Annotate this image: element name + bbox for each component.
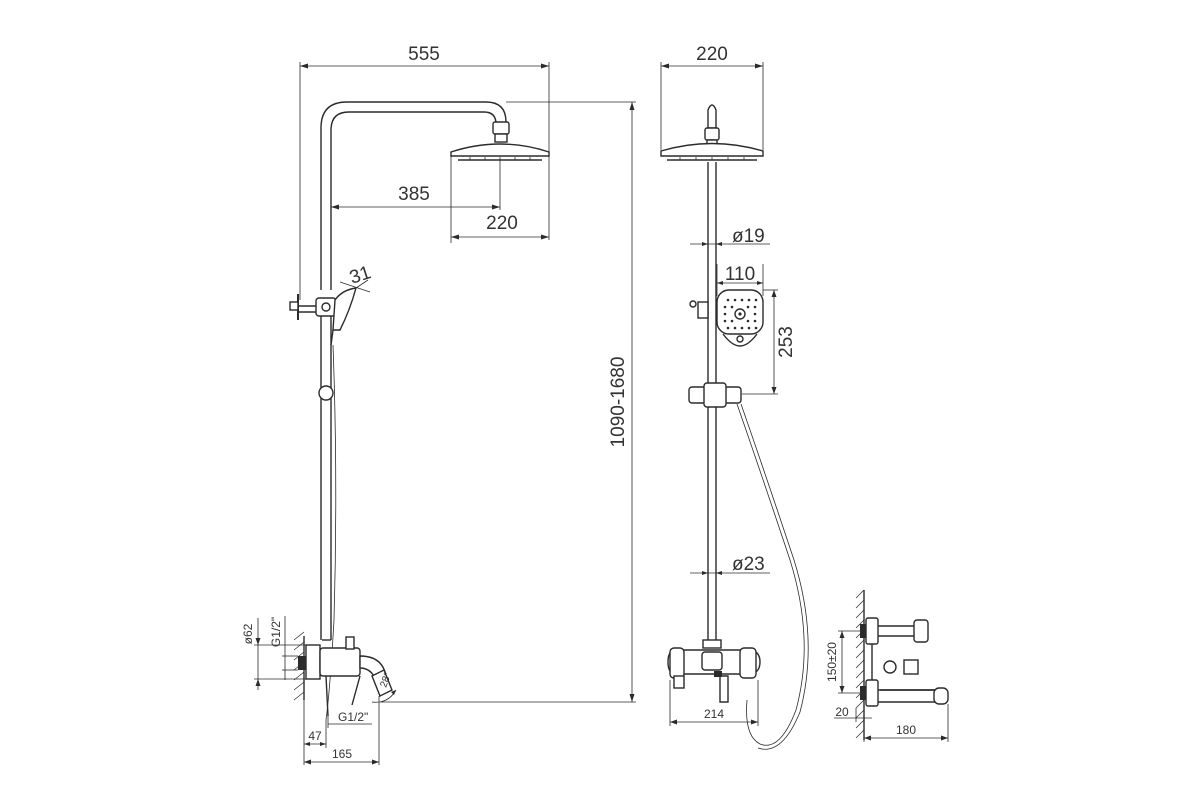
label-lower-pipe: ø23 [732, 554, 765, 575]
slider-knob [318, 385, 334, 401]
label-arm-reach: 385 [398, 184, 430, 205]
front-arm [704, 104, 720, 147]
dim-thread-bottom: G1/2" [327, 710, 372, 728]
dim-thread-top: G1/2" [269, 616, 298, 680]
mixer-body-side: 28° [298, 636, 397, 717]
label-upper-pipe: ø19 [732, 226, 765, 247]
mixer-body-front [667, 639, 761, 703]
label-total-width: 555 [408, 44, 440, 65]
dim-head-diameter-front: 220 [660, 44, 764, 150]
side-view: 555 385 [241, 44, 636, 765]
label-thread-bottom: G1/2" [338, 710, 368, 724]
label-head-diameter-front: 220 [696, 44, 728, 65]
label-mixer-width: 214 [704, 707, 724, 721]
label-handshower-width: 110 [725, 264, 755, 285]
dim-mixer-width: 214 [669, 680, 759, 726]
front-bracket [689, 300, 709, 319]
dim-mixer-depth: 165 [304, 696, 380, 765]
dim-total-width: 555 [299, 44, 550, 300]
dim-wall-offset: 47 [303, 700, 327, 765]
mixer-bottom-fitting [860, 679, 949, 707]
hand-shower-front [716, 289, 764, 347]
dim-handshower-width: 110 [716, 264, 764, 296]
front-view: 220 ø19 [660, 44, 809, 750]
label-inlet-spacing: 150±20 [825, 642, 839, 682]
dim-inlet-spacing: 150±20 [825, 630, 860, 694]
spray-nozzles [723, 298, 758, 330]
mixer-body-detail [871, 644, 940, 691]
dim-height-range: 1090-1680 [380, 101, 636, 703]
wall-hatching-mixer [855, 589, 865, 740]
label-handshower-length: 253 [776, 326, 797, 358]
dim-spout-length: 180 [863, 704, 949, 742]
mixer-top-fitting [860, 617, 929, 645]
hose-side [325, 344, 337, 721]
dim-upper-pipe: ø19 [690, 226, 770, 247]
front-slider [688, 382, 742, 408]
overhead-shower-head-front [660, 142, 764, 161]
dim-mixer-diameter: ø62 [241, 618, 306, 690]
wall-bracket [289, 294, 337, 320]
label-eccentric-offset: 20 [835, 705, 849, 719]
hose-front [736, 403, 805, 746]
dim-lower-pipe: ø23 [690, 554, 770, 575]
dim-handshower-length: 253 [742, 289, 797, 395]
label-mixer-depth: 165 [332, 747, 352, 761]
label-height-range: 1090-1680 [608, 357, 629, 448]
overhead-shower-head [450, 143, 550, 161]
label-spout-length: 180 [896, 723, 916, 737]
label-spout-angle: 28° [378, 671, 394, 689]
shower-column [320, 101, 510, 640]
label-mixer-diameter: ø62 [241, 623, 255, 644]
dim-arm-reach: 385 [331, 160, 501, 210]
label-head-diameter-side: 220 [486, 213, 518, 234]
hand-shower-side: 31 [330, 262, 374, 346]
mixer-view: 150±20 20 180 [825, 589, 949, 742]
label-thread-top: G1/2" [269, 617, 283, 647]
label-wall-offset: 47 [308, 729, 322, 743]
dim-eccentric-offset: 20 [834, 705, 872, 722]
label-handshower-angle: 31 [347, 262, 374, 289]
dim-head-diameter-side: 220 [450, 156, 549, 243]
